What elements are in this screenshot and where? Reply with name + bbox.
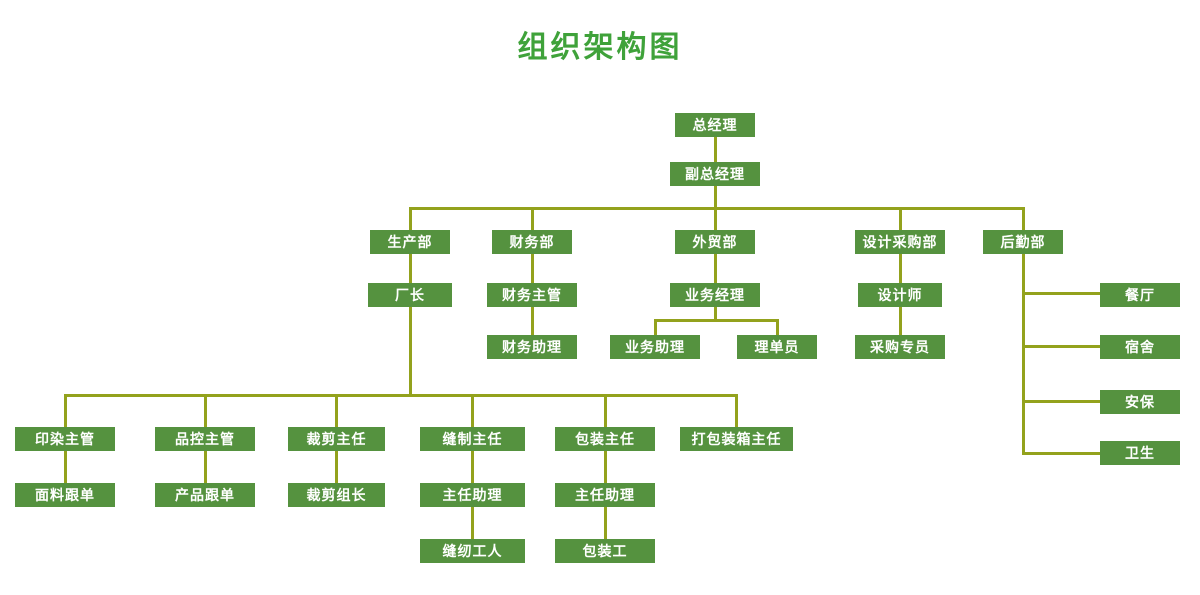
org-connector-line <box>714 307 717 321</box>
org-node-factory-director: 厂长 <box>368 283 452 307</box>
org-node-security: 安保 <box>1100 390 1180 414</box>
org-connector-line <box>735 394 738 427</box>
org-node-finance-dept: 财务部 <box>492 230 572 254</box>
org-connector-line <box>899 307 902 335</box>
org-node-cutting-director: 裁剪主任 <box>288 427 385 451</box>
org-node-fabric-merchandiser: 面料跟单 <box>15 483 115 507</box>
org-node-sanitation: 卫生 <box>1100 441 1180 465</box>
org-connector-line <box>1022 400 1100 403</box>
org-connector-line <box>471 507 474 539</box>
org-connector-line <box>64 394 67 427</box>
org-connector-line <box>471 451 474 483</box>
org-node-finance-supervisor: 财务主管 <box>487 283 577 307</box>
org-connector-line <box>204 394 207 427</box>
org-node-business-manager: 业务经理 <box>670 283 760 307</box>
org-node-procurement-specialist: 采购专员 <box>855 335 945 359</box>
org-node-general-manager: 总经理 <box>675 113 755 137</box>
org-connector-line <box>604 507 607 539</box>
org-connector-line <box>714 137 717 164</box>
org-node-design-procurement-dept: 设计采购部 <box>855 230 945 254</box>
org-connector-line <box>409 254 412 283</box>
org-connector-line <box>1022 207 1025 230</box>
org-connector-line <box>64 451 67 483</box>
org-connector-line <box>654 319 657 335</box>
org-connector-line <box>471 394 474 427</box>
org-connector-line <box>335 394 338 427</box>
org-connector-line <box>899 207 902 230</box>
org-node-sewing-director-assistant: 主任助理 <box>420 483 525 507</box>
org-node-finance-assistant: 财务助理 <box>487 335 577 359</box>
org-connector-line <box>604 451 607 483</box>
org-connector-line <box>204 451 207 483</box>
org-connector-line <box>531 207 534 230</box>
org-connector-line <box>409 207 412 230</box>
org-node-cutting-team-leader: 裁剪组长 <box>288 483 385 507</box>
org-connector-line <box>531 254 534 283</box>
org-connector-line <box>776 319 779 335</box>
org-connector-line <box>409 307 412 397</box>
org-connector-line <box>335 451 338 483</box>
diagram-title: 组织架构图 <box>517 31 683 64</box>
org-node-sewing-workers: 缝纫工人 <box>420 539 525 563</box>
org-connector-line <box>64 394 738 397</box>
org-node-packing-boxing-director: 打包装箱主任 <box>680 427 793 451</box>
org-node-documentation-clerk: 理单员 <box>737 335 817 359</box>
org-node-packaging-director: 包装主任 <box>555 427 655 451</box>
org-connector-line <box>409 207 1025 210</box>
org-node-designer: 设计师 <box>858 283 942 307</box>
org-connector-line <box>1022 292 1100 295</box>
org-connector-line <box>1022 452 1100 455</box>
org-node-dyeing-supervisor: 印染主管 <box>15 427 115 451</box>
org-connector-line <box>714 207 717 230</box>
org-node-deputy-general-manager: 副总经理 <box>670 162 760 186</box>
org-connector-line <box>714 186 717 210</box>
org-node-product-merchandiser: 产品跟单 <box>155 483 255 507</box>
org-node-packing-worker: 包装工 <box>555 539 655 563</box>
org-node-logistics-dept: 后勤部 <box>983 230 1063 254</box>
org-connector-line <box>899 254 902 283</box>
org-node-business-assistant: 业务助理 <box>610 335 700 359</box>
org-node-qc-supervisor: 品控主管 <box>155 427 255 451</box>
org-connector-line <box>1022 254 1025 455</box>
org-node-sewing-director: 缝制主任 <box>420 427 525 451</box>
org-connector-line <box>604 394 607 427</box>
org-node-packaging-director-assistant: 主任助理 <box>555 483 655 507</box>
org-node-production-dept: 生产部 <box>370 230 450 254</box>
org-node-foreign-trade-dept: 外贸部 <box>675 230 755 254</box>
org-connector-line <box>1022 345 1100 348</box>
org-node-dormitory: 宿舍 <box>1100 335 1180 359</box>
org-connector-line <box>531 307 534 335</box>
org-connector-line <box>714 254 717 283</box>
org-node-canteen: 餐厅 <box>1100 283 1180 307</box>
org-connector-line <box>654 319 779 322</box>
